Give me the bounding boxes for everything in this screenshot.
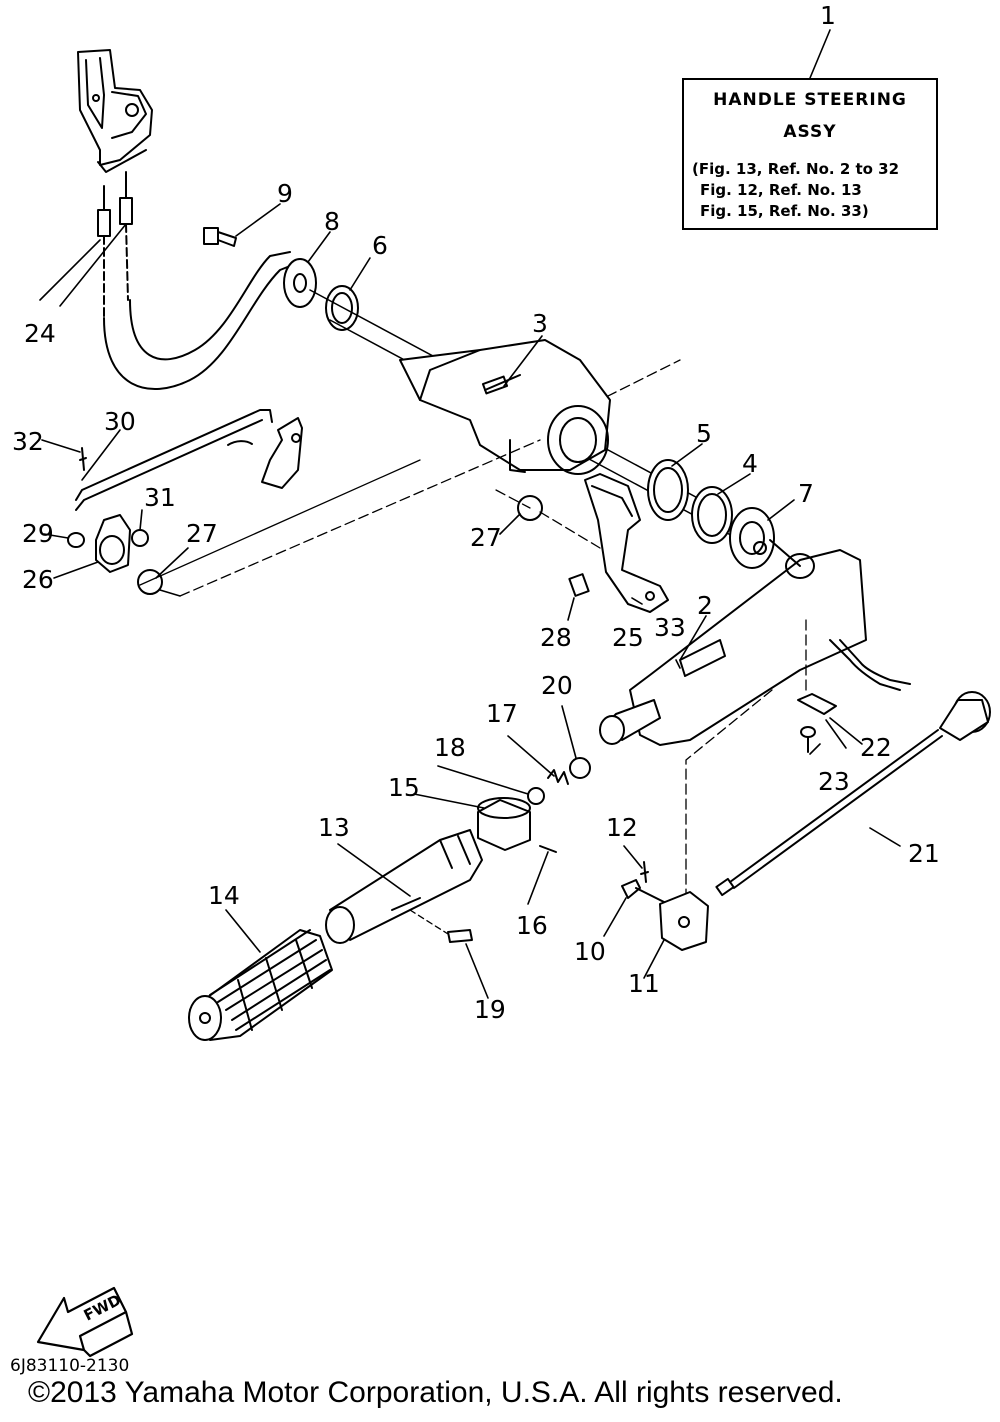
bolt-9-drawing xyxy=(203,227,237,247)
part-label-8: 8 xyxy=(324,207,340,236)
part-label-5: 5 xyxy=(696,419,712,448)
nut-29-drawing xyxy=(67,532,85,548)
part-labels: 2 3 4 5 6 7 8 9 10 11 12 13 14 15 16 17 … xyxy=(12,1,940,1024)
part-label-2: 2 xyxy=(697,591,713,620)
assembly-title-line2: ASSY xyxy=(783,122,837,142)
part-label-9: 9 xyxy=(277,179,293,208)
part-label-30: 30 xyxy=(104,407,136,436)
leader-lines xyxy=(39,29,901,999)
screw-23-drawing xyxy=(800,726,816,753)
part-label-6: 6 xyxy=(372,231,388,260)
part-label-17: 17 xyxy=(486,699,518,728)
assembly-ref-3: Fig. 15, Ref. No. 33) xyxy=(700,202,869,220)
assembly-title-line1: HANDLE STEERING xyxy=(713,90,907,110)
part-label-29: 29 xyxy=(22,519,54,548)
collar-7-drawing xyxy=(729,507,775,569)
part-label-27a: 27 xyxy=(186,519,218,548)
throttle-cables-drawing xyxy=(97,171,301,391)
part-label-21: 21 xyxy=(908,839,940,868)
part-label-20: 20 xyxy=(541,671,573,700)
clip-12-drawing xyxy=(640,861,649,883)
part-label-26: 26 xyxy=(22,565,54,594)
washer-31-drawing xyxy=(131,529,149,547)
copyright-notice: ©2013 Yamaha Motor Corporation, U.S.A. A… xyxy=(28,1376,843,1409)
part-label-28: 28 xyxy=(540,623,572,652)
pin-16-drawing xyxy=(539,845,557,853)
screw-19-drawing xyxy=(409,909,473,943)
part-label-14: 14 xyxy=(208,881,240,910)
cable-bracket-drawing xyxy=(77,49,153,173)
part-label-4: 4 xyxy=(742,449,758,478)
part-label-24: 24 xyxy=(24,319,56,348)
part-label-3: 3 xyxy=(532,309,548,338)
part-label-31: 31 xyxy=(144,483,176,512)
part-label-12: 12 xyxy=(606,813,638,842)
lever-26-drawing xyxy=(95,514,131,573)
part-label-22: 22 xyxy=(860,733,892,762)
steering-handle-2-drawing xyxy=(599,539,911,746)
part-label-27b: 27 xyxy=(470,523,502,552)
assembly-ref-1: (Fig. 13, Ref. No. 2 to 32 xyxy=(692,160,900,178)
collar-27-left-drawing xyxy=(137,569,163,595)
plate-8-drawing xyxy=(283,258,317,308)
part-label-11: 11 xyxy=(628,969,660,998)
steering-bracket-3-drawing xyxy=(399,339,611,475)
part-label-18: 18 xyxy=(434,733,466,762)
part-label-32: 32 xyxy=(12,427,44,456)
part-label-16: 16 xyxy=(516,911,548,940)
collar-20-drawing xyxy=(569,757,591,779)
part-label-13: 13 xyxy=(318,813,350,842)
part-label-7: 7 xyxy=(798,479,814,508)
part-label-23: 23 xyxy=(818,767,850,796)
part-label-25: 25 xyxy=(612,623,644,652)
bracket-11-drawing xyxy=(659,891,709,951)
spring-17-drawing xyxy=(547,769,569,785)
bushing-15-drawing xyxy=(477,797,531,851)
throttle-shaft-21-drawing xyxy=(715,691,991,897)
figure-code: 6J83110-2130 xyxy=(10,1356,130,1376)
washer-18-drawing xyxy=(527,787,545,805)
grip-cover-14-drawing xyxy=(188,929,333,1041)
fwd-arrow-icon: FWD xyxy=(36,1286,134,1358)
friction-lever-25-drawing xyxy=(584,473,669,613)
plate-22-drawing xyxy=(797,693,837,715)
part-label-19: 19 xyxy=(474,995,506,1024)
pin-28-drawing xyxy=(568,573,590,597)
part-label-1: 1 xyxy=(820,1,836,30)
clip-32-drawing xyxy=(79,447,87,471)
part-label-15: 15 xyxy=(388,773,420,802)
part-label-10: 10 xyxy=(574,937,606,966)
assembly-ref-2: Fig. 12, Ref. No. 13 xyxy=(700,181,862,199)
throttle-grip-13-drawing xyxy=(325,829,483,944)
assembly-info-box: HANDLE STEERING ASSY (Fig. 13, Ref. No. … xyxy=(682,78,938,230)
part-label-33: 33 xyxy=(654,613,686,642)
rod-30-drawing xyxy=(75,409,303,511)
